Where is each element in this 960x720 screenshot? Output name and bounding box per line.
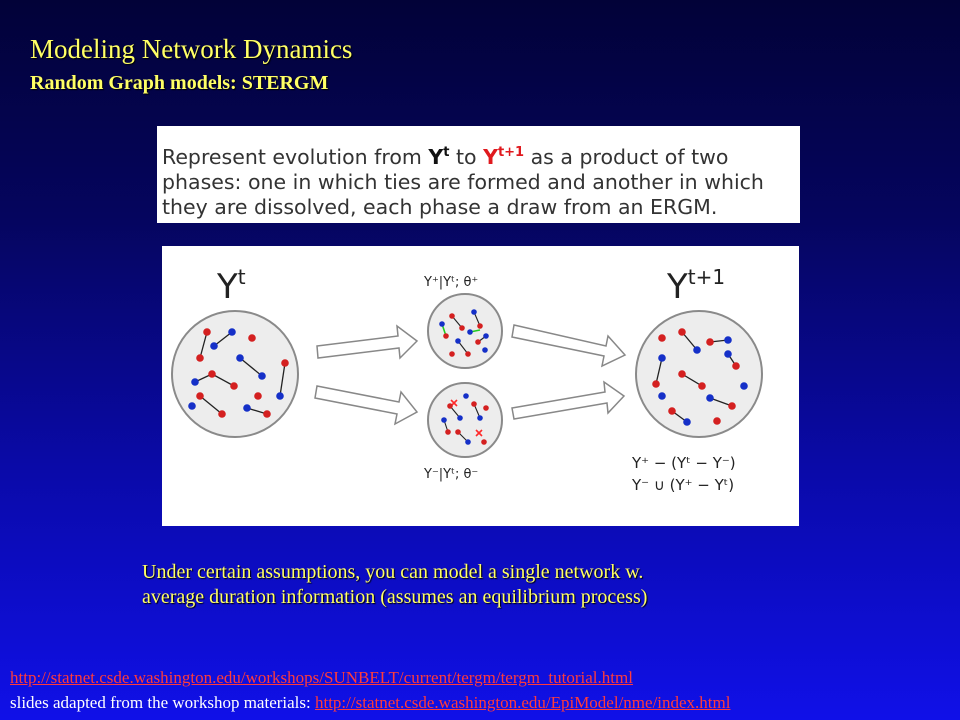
definition-line-3: they are dissolved, each phase a draw fr… bbox=[162, 194, 718, 219]
dissolution-nodes bbox=[441, 393, 489, 445]
definition-line-1: Represent evolution from Yt to Yt+1 as a… bbox=[162, 144, 729, 169]
yt-nodes bbox=[188, 328, 289, 418]
stergm-diagram-svg: Yt Yt+1 Y⁺|Yᵗ; θ⁺ Y⁻|Yᵗ; θ⁻ Y⁺ − (Yᵗ − Y… bbox=[171, 265, 763, 494]
note-line-2: average duration information (assumes an… bbox=[142, 586, 648, 608]
note-line-1: Under certain assumptions, you can model… bbox=[142, 561, 644, 583]
arrow-formation-to-yt1 bbox=[511, 324, 627, 368]
tergm-tutorial-link[interactable]: http://statnet.csde.washington.edu/works… bbox=[10, 668, 633, 687]
result-formula-2: Y⁻ ∪ (Y⁺ − Yᵗ) bbox=[631, 476, 734, 494]
yt1-label: Yt+1 bbox=[666, 265, 725, 307]
formation-label: Y⁺|Yᵗ; θ⁺ bbox=[423, 275, 478, 290]
network-yt1 bbox=[635, 310, 763, 438]
y-t-symbol: Yt bbox=[428, 144, 450, 169]
dissolution-label: Y⁻|Yᵗ; θ⁻ bbox=[423, 467, 478, 482]
arrow-dissolution-to-yt1 bbox=[511, 380, 626, 420]
slide-title: Modeling Network Dynamics bbox=[30, 34, 353, 64]
credit-text: slides adapted from the workshop materia… bbox=[10, 693, 315, 712]
formation-nodes bbox=[439, 309, 489, 357]
dissolution-marks bbox=[450, 399, 483, 437]
arrow-to-formation bbox=[316, 324, 419, 360]
network-formation bbox=[427, 293, 503, 369]
yt1-nodes bbox=[652, 328, 748, 426]
y-t-plus-1-symbol: Yt+1 bbox=[483, 144, 525, 169]
arrow-to-dissolution bbox=[314, 385, 419, 426]
stergm-diagram: Yt Yt+1 Y⁺|Yᵗ; θ⁺ Y⁻|Yᵗ; θ⁻ Y⁺ − (Yᵗ − Y… bbox=[162, 246, 799, 526]
assumption-note: Under certain assumptions, you can model… bbox=[142, 560, 842, 610]
result-formula-1: Y⁺ − (Yᵗ − Y⁻) bbox=[631, 454, 736, 472]
slide-subtitle: Random Graph models: STERGM bbox=[30, 72, 329, 94]
network-dissolution bbox=[427, 382, 503, 458]
definition-line-2: phases: one in which ties are formed and… bbox=[162, 169, 764, 194]
stergm-definition-box: Represent evolution from Yt to Yt+1 as a… bbox=[157, 126, 800, 223]
epimodel-link[interactable]: http://statnet.csde.washington.edu/EpiMo… bbox=[314, 693, 731, 712]
footer: http://statnet.csde.washington.edu/works… bbox=[10, 665, 955, 715]
yt-label: Yt bbox=[216, 265, 246, 307]
